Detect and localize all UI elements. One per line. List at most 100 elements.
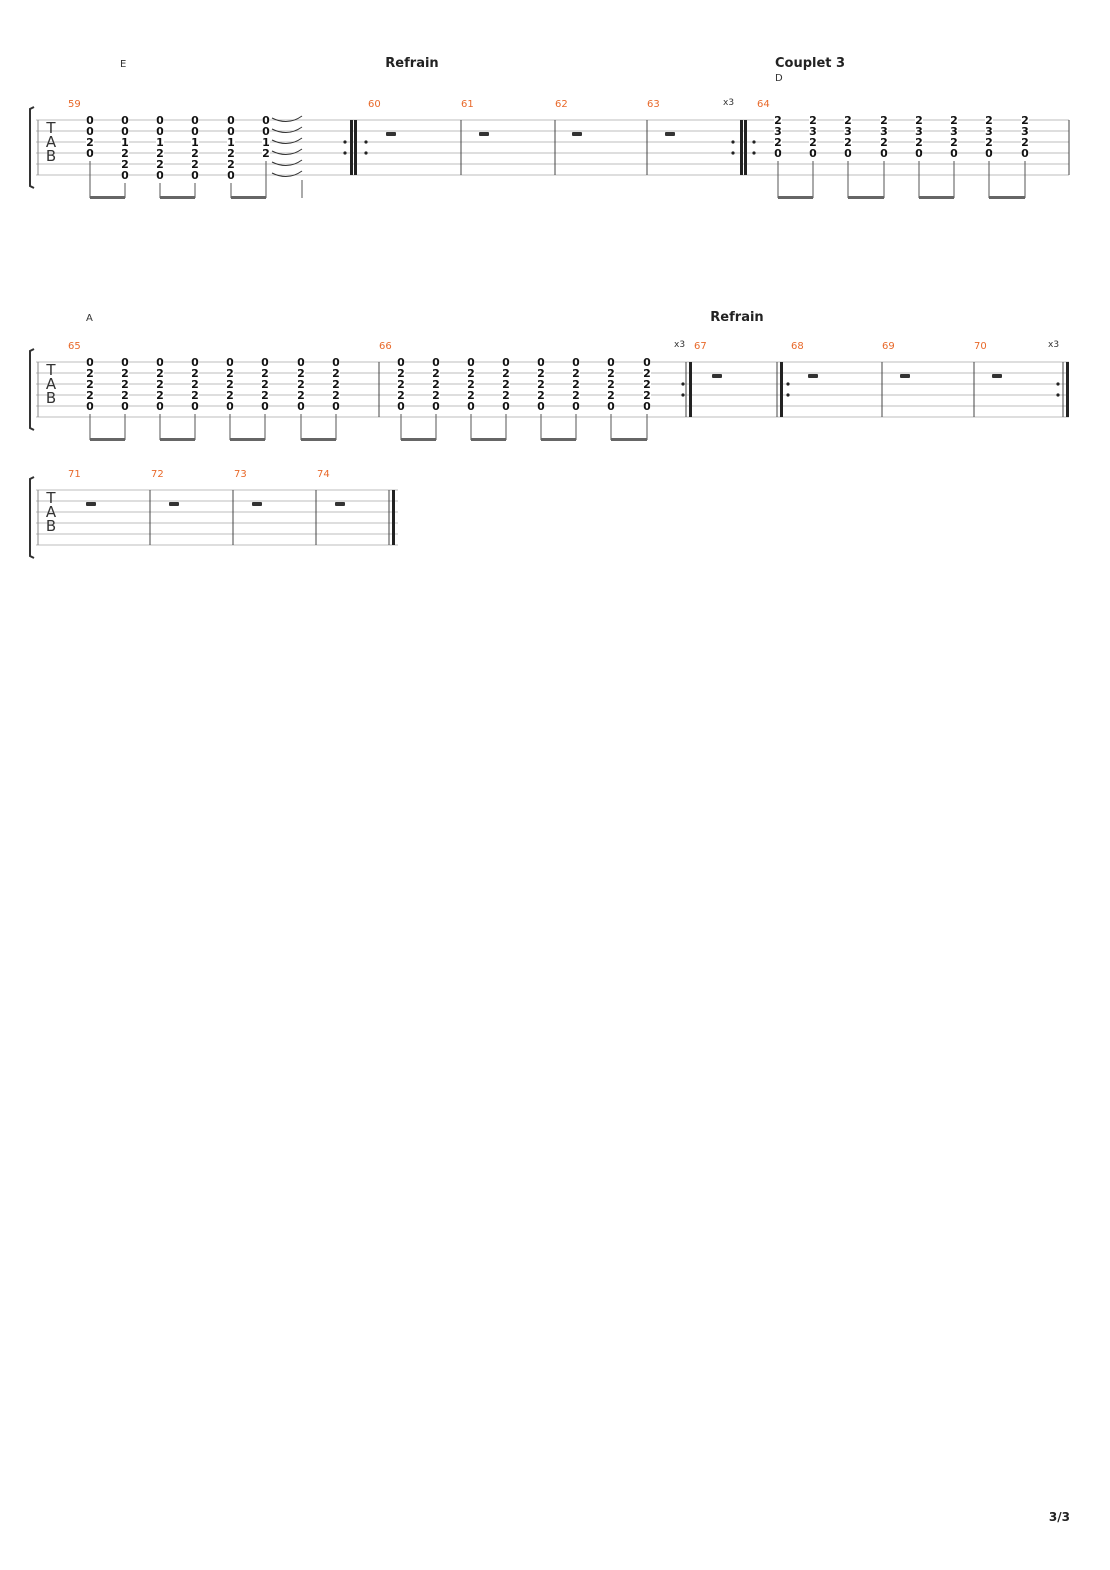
- fret-number: 2: [1021, 136, 1029, 149]
- fret-bg: [537, 390, 545, 400]
- rest-symbol: [900, 374, 910, 378]
- fret-bg: [432, 390, 440, 400]
- fret-number: 2: [86, 378, 94, 391]
- fret-number: 2: [397, 389, 405, 402]
- fret-bg: [261, 357, 269, 367]
- fret-bg: [432, 379, 440, 389]
- fret-number: 0: [332, 400, 340, 413]
- fret-bg: [297, 401, 305, 411]
- rest-symbol: [252, 502, 262, 506]
- fret-bg: [191, 159, 199, 169]
- barline-heavy: [1066, 362, 1069, 417]
- note-beam: [90, 196, 125, 199]
- fret-number: 2: [572, 367, 580, 380]
- section-label: Refrain: [385, 56, 438, 71]
- repeat-dot: [1056, 393, 1060, 397]
- fret-bg: [572, 368, 580, 378]
- fret-number: 2: [397, 378, 405, 391]
- fret-number: 0: [262, 114, 270, 127]
- fret-bg: [643, 357, 651, 367]
- fret-bg: [880, 148, 888, 158]
- fret-number: 0: [191, 356, 199, 369]
- fret-bg: [191, 126, 199, 136]
- fret-bg: [121, 379, 129, 389]
- fret-bg: [262, 148, 270, 158]
- fret-number: 0: [467, 356, 475, 369]
- fret-number: 2: [191, 378, 199, 391]
- fret-number: 2: [121, 378, 129, 391]
- fret-number: 0: [121, 114, 129, 127]
- fret-number: 2: [950, 136, 958, 149]
- fret-number: 2: [156, 158, 164, 171]
- fret-bg: [191, 357, 199, 367]
- fret-bg: [915, 137, 923, 147]
- fret-number: 0: [227, 114, 235, 127]
- fret-bg: [809, 137, 817, 147]
- fret-bg: [467, 368, 475, 378]
- fret-bg: [191, 401, 199, 411]
- fret-bg: [121, 390, 129, 400]
- rest-symbol: [479, 132, 489, 136]
- fret-number: 3: [880, 125, 888, 138]
- fret-number: 0: [86, 356, 94, 369]
- repeat-dot: [364, 140, 368, 144]
- fret-bg: [332, 357, 340, 367]
- fret-bg: [432, 357, 440, 367]
- fret-bg: [86, 368, 94, 378]
- note-beam: [301, 438, 336, 441]
- fret-number: 2: [774, 114, 782, 127]
- repeat-count-label: x3: [723, 98, 734, 108]
- fret-number: 2: [915, 114, 923, 127]
- fret-number: 2: [537, 389, 545, 402]
- fret-number: 2: [156, 147, 164, 160]
- tab-clef-letter: B: [46, 389, 56, 407]
- measure-number: 66: [379, 341, 392, 352]
- rest-symbol: [665, 132, 675, 136]
- fret-number: 2: [537, 367, 545, 380]
- fret-number: 2: [432, 367, 440, 380]
- fret-bg: [261, 368, 269, 378]
- fret-bg: [985, 148, 993, 158]
- page-number: 3/3: [1048, 1510, 1070, 1524]
- fret-number: 0: [537, 400, 545, 413]
- fret-number: 0: [467, 400, 475, 413]
- fret-bg: [607, 379, 615, 389]
- fret-bg: [572, 401, 580, 411]
- let-ring-tie: [271, 159, 303, 166]
- fret-bg: [121, 170, 129, 180]
- fret-number: 0: [985, 147, 993, 160]
- fret-number: 3: [950, 125, 958, 138]
- section-label: Couplet 3: [775, 56, 845, 71]
- fret-bg: [1021, 115, 1029, 125]
- fret-number: 0: [191, 169, 199, 182]
- system-bracket: [29, 348, 35, 431]
- fret-number: 2: [774, 136, 782, 149]
- fret-number: 2: [332, 367, 340, 380]
- fret-number: 2: [809, 114, 817, 127]
- fret-number: 2: [191, 367, 199, 380]
- fret-bg: [643, 368, 651, 378]
- fret-bg: [844, 126, 852, 136]
- fret-bg: [227, 137, 235, 147]
- fret-number: 0: [572, 356, 580, 369]
- fret-number: 0: [227, 169, 235, 182]
- fret-number: 0: [262, 125, 270, 138]
- note-beam: [778, 196, 813, 199]
- fret-number: 0: [121, 125, 129, 138]
- fret-bg: [467, 401, 475, 411]
- repeat-dot: [343, 151, 347, 155]
- repeat-dot: [752, 151, 756, 155]
- fret-bg: [880, 115, 888, 125]
- fret-number: 2: [86, 389, 94, 402]
- rest-symbol: [335, 502, 345, 506]
- fret-number: 3: [1021, 125, 1029, 138]
- fret-number: 2: [262, 147, 270, 160]
- fret-bg: [156, 148, 164, 158]
- fret-number: 0: [809, 147, 817, 160]
- fret-bg: [432, 401, 440, 411]
- fret-number: 2: [985, 136, 993, 149]
- fret-number: 2: [156, 367, 164, 380]
- fret-number: 2: [227, 147, 235, 160]
- fret-bg: [643, 390, 651, 400]
